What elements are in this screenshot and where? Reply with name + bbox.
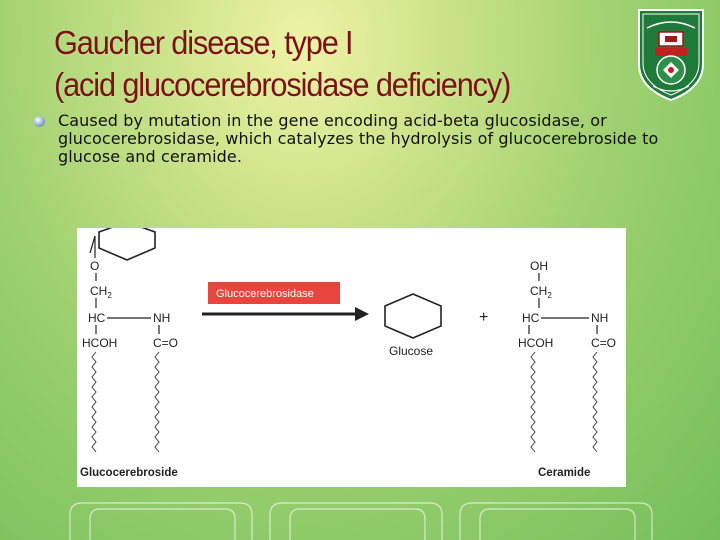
decorative-bottom-lines <box>69 502 653 540</box>
glucose-ring-right <box>384 293 442 339</box>
right-chain-1 <box>530 351 536 453</box>
enzyme-label: Glucocerebrosidase <box>216 288 314 300</box>
glucose-ring-left <box>98 228 156 261</box>
right-hcoh-label: HCOH <box>518 336 553 350</box>
right-co-label: C=O <box>591 336 616 350</box>
right-oh-label: OH <box>530 259 548 273</box>
title-line-1: Gaucher disease, type I <box>54 24 354 61</box>
reaction-figure: O CH2 HC NH HCOH C=O Glucocerebroside Gl… <box>77 228 626 487</box>
slide-title: Gaucher disease, type I (acid glucocereb… <box>54 22 511 106</box>
left-chain-2 <box>154 351 160 453</box>
left-hc-label: HC <box>88 311 106 325</box>
bullet-dot-icon <box>34 116 45 127</box>
left-caption: Glucocerebroside <box>80 467 178 479</box>
left-nh-label: NH <box>153 311 170 325</box>
glucose-ring-bond <box>89 235 96 254</box>
left-o-label: O <box>90 259 99 273</box>
title-line-2: (acid glucocerebrosidase deficiency) <box>54 66 511 103</box>
right-hc-label: HC <box>522 311 540 325</box>
left-ch-label: CH2 <box>90 284 112 300</box>
right-ch-label: CH2 <box>530 284 552 300</box>
bullet-item: Caused by mutation in the gene encoding … <box>34 112 674 166</box>
plus-sign: + <box>479 309 488 326</box>
glucose-label: Glucose <box>389 344 433 358</box>
university-crest-logo <box>633 6 709 102</box>
right-nh-label: NH <box>591 311 608 325</box>
enzyme-box <box>208 282 340 304</box>
left-hcoh-label: HCOH <box>82 336 117 350</box>
right-chain-2 <box>592 351 598 453</box>
left-co-label: C=O <box>153 336 178 350</box>
bullet-text: Caused by mutation in the gene encoding … <box>58 111 659 166</box>
right-caption: Ceramide <box>538 467 590 479</box>
left-chain-1 <box>91 351 97 453</box>
arrow-head-icon <box>355 307 369 321</box>
